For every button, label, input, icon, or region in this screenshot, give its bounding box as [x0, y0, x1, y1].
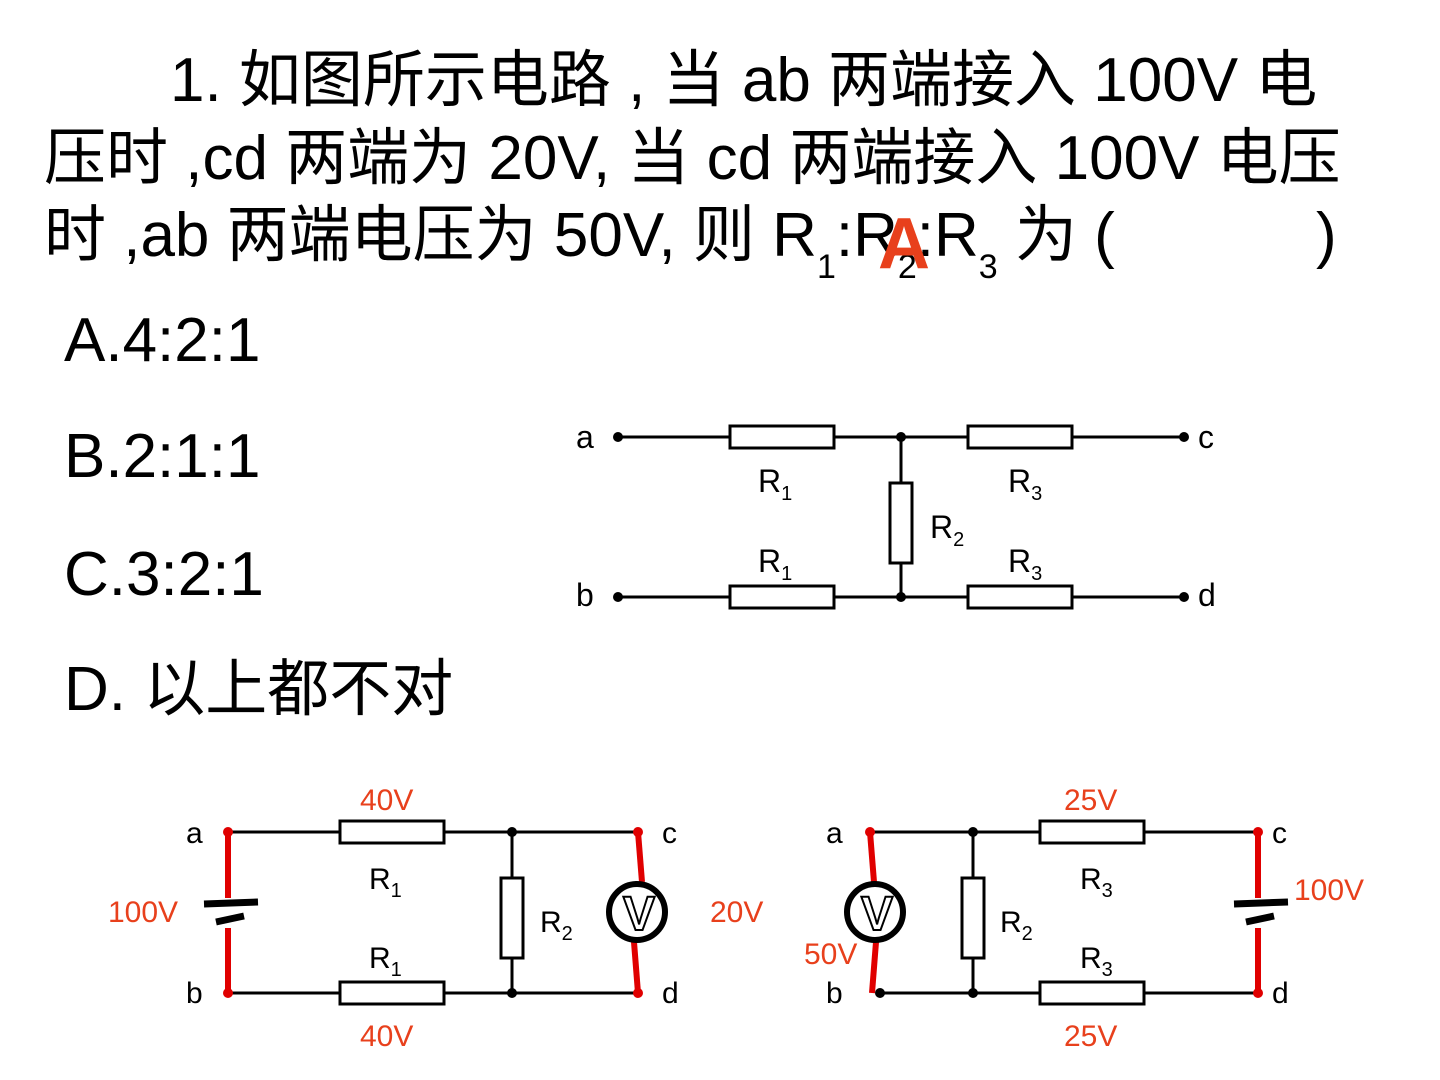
- main-circuit: [618, 424, 1184, 610]
- main-terminal-d: d: [1198, 577, 1216, 613]
- left-voltage-meter: 20V: [710, 896, 763, 929]
- right-nodes: [865, 827, 1263, 998]
- main-label-r1-top: R1: [758, 463, 792, 505]
- right-resistor-r3-bottom: [1038, 980, 1146, 1006]
- main-label-r2: R2: [930, 509, 964, 551]
- question-line-3-mid1: :R: [835, 201, 898, 270]
- left-resistor-r1-top: [338, 819, 446, 845]
- left-nodes: [223, 827, 643, 998]
- left-source-wires: [225, 831, 645, 994]
- left-voltage-r1-bottom: 40V: [360, 1020, 413, 1053]
- subscript-3: 3: [978, 248, 998, 286]
- option-d[interactable]: D. 以上都不对: [64, 655, 454, 724]
- resistor-r3-top: [966, 424, 1074, 450]
- question-line-1: 1. 如图所示电路 , 当 ab 两端接入 100V 电: [170, 46, 1318, 115]
- right-source-wires: [867, 831, 1261, 994]
- left-resistor-r1-bottom: [338, 980, 446, 1006]
- left-voltage-r1-top: 40V: [360, 784, 413, 817]
- right-label-r3-top: R3: [1080, 863, 1113, 902]
- left-circuit: [228, 819, 638, 1006]
- left-battery-symbol: [203, 898, 259, 926]
- right-terminal-d: d: [1272, 977, 1289, 1010]
- main-label-r3-bottom: R3: [1008, 543, 1042, 585]
- question-line-3-prefix: 时 ,ab 两端电压为 50V, 则 R: [44, 201, 817, 270]
- resistor-r1-bottom: [728, 584, 836, 610]
- main-terminal-c: c: [1198, 419, 1214, 455]
- right-voltage-meter: 50V: [804, 938, 857, 971]
- right-voltage-r3-top: 25V: [1064, 784, 1117, 817]
- main-label-r1-bottom: R1: [758, 543, 792, 585]
- right-voltmeter-symbol: V: [861, 888, 893, 941]
- right-voltmeter: V: [844, 881, 906, 943]
- close-paren: ): [1316, 201, 1337, 270]
- left-label-r1-top: R1: [369, 863, 402, 902]
- left-label-r2: R2: [540, 906, 573, 945]
- right-label-r3-bottom: R3: [1080, 942, 1113, 981]
- subscript-2: 2: [897, 248, 917, 286]
- right-battery-symbol: [1233, 898, 1289, 926]
- right-terminal-b: b: [826, 977, 843, 1010]
- question-line-2: 压时 ,cd 两端为 20V, 当 cd 两端接入 100V 电压: [44, 124, 1341, 193]
- right-resistor-r2: [960, 876, 986, 960]
- main-terminal-b: b: [576, 577, 594, 613]
- question-line-3: 时 ,ab 两端电压为 50V, 则 R1:R2:R3 为 (: [44, 197, 1115, 286]
- right-resistor-r3-top: [1038, 819, 1146, 845]
- left-terminal-c: c: [662, 817, 677, 850]
- option-a[interactable]: A.4:2:1: [64, 306, 261, 375]
- main-terminal-a: a: [576, 419, 594, 455]
- resistor-r2: [888, 481, 914, 565]
- question-line-3-mid2: :R: [916, 201, 979, 270]
- option-b[interactable]: B.2:1:1: [64, 422, 261, 491]
- left-label-r1-bottom: R1: [369, 942, 402, 981]
- option-c[interactable]: C.3:2:1: [64, 540, 264, 609]
- right-terminal-a: a: [826, 817, 843, 850]
- right-circuit: [870, 819, 1258, 1006]
- resistor-r1-top: [728, 424, 836, 450]
- left-voltmeter: V: [606, 881, 668, 943]
- left-terminal-d: d: [662, 977, 679, 1010]
- left-terminal-a: a: [186, 817, 203, 850]
- main-nodes: [613, 432, 1189, 602]
- right-terminal-c: c: [1272, 817, 1287, 850]
- question-line-3-suffix: 为 (: [997, 201, 1115, 270]
- answer-mark: A: [878, 204, 930, 284]
- right-voltage-source: 100V: [1294, 874, 1364, 907]
- left-terminal-b: b: [186, 977, 203, 1010]
- left-voltage-source: 100V: [108, 896, 178, 929]
- left-resistor-r2: [499, 876, 525, 960]
- subscript-1: 1: [816, 248, 836, 286]
- main-label-r3-top: R3: [1008, 463, 1042, 505]
- left-voltmeter-symbol: V: [623, 888, 655, 941]
- resistor-r3-bottom: [966, 584, 1074, 610]
- right-voltage-r3-bottom: 25V: [1064, 1020, 1117, 1053]
- right-label-r2: R2: [1000, 906, 1033, 945]
